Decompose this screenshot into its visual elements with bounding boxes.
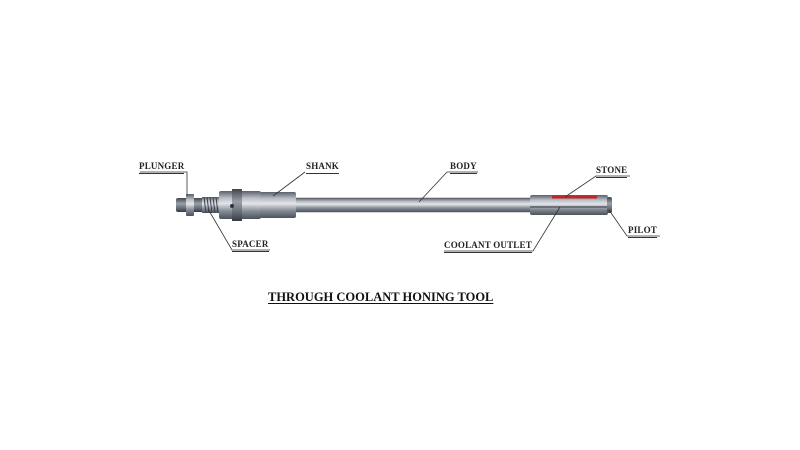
body-leader xyxy=(418,171,478,203)
spacer-label: SPACER xyxy=(232,239,269,252)
coolant-outlet-leader xyxy=(444,206,561,252)
shank-leader xyxy=(272,171,306,197)
spacer-part xyxy=(202,196,220,214)
diagram-title: THROUGH COOLANT HONING TOOL xyxy=(268,290,494,304)
coolant-outlet-label: COOLANT OUTLET xyxy=(444,240,532,253)
shank-part xyxy=(219,189,296,221)
pilot-leader xyxy=(608,209,660,237)
plunger-part xyxy=(176,194,202,216)
plunger-leader xyxy=(140,171,188,196)
stone-label: STONE xyxy=(596,165,628,178)
plunger-label: PLUNGER xyxy=(139,161,185,174)
pilot-label: PILOT xyxy=(628,225,658,238)
pilot-part xyxy=(607,197,612,213)
body-part xyxy=(296,197,530,213)
body-label: BODY xyxy=(450,161,477,174)
shank-label: SHANK xyxy=(306,161,340,174)
leader-lines xyxy=(140,171,660,252)
stone-leader xyxy=(564,175,630,198)
spacer-leader xyxy=(207,208,270,251)
stone-holder-part xyxy=(530,195,608,215)
